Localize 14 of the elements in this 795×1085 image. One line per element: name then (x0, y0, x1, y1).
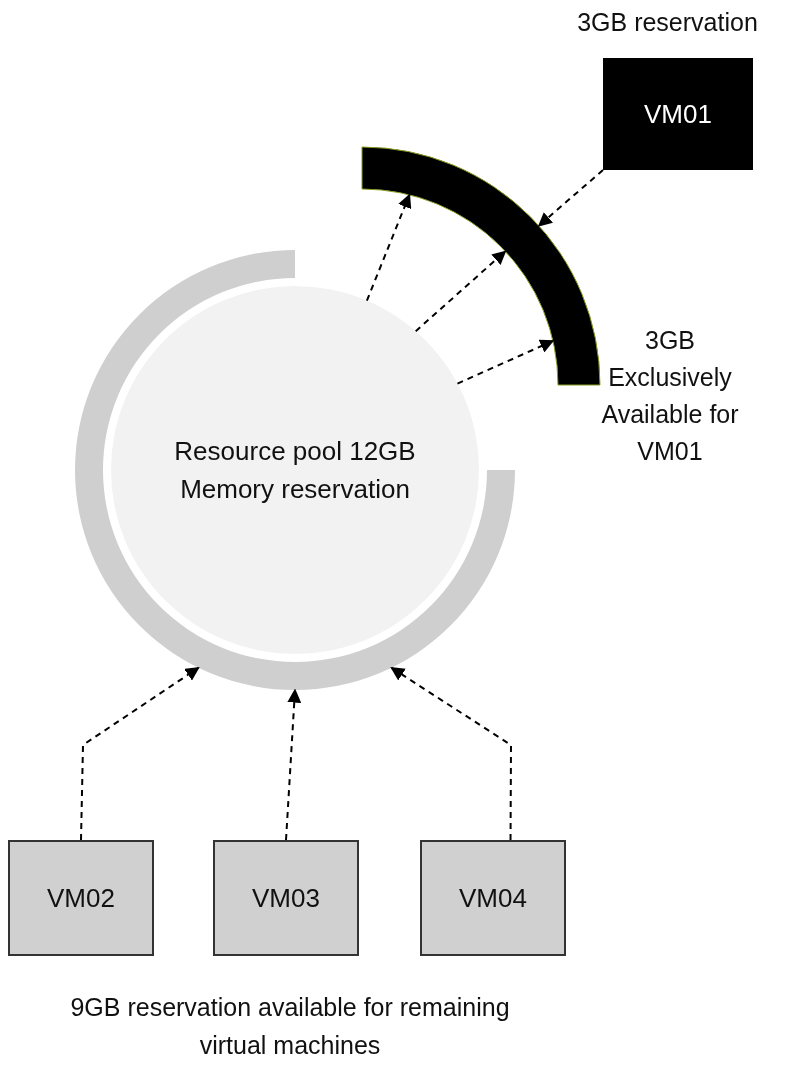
vm-box: VM04 (420, 840, 566, 956)
arrow (537, 169, 604, 227)
node-caption: 3GB Exclusively Available for VM01 (600, 325, 740, 467)
vm-box: VM03 (213, 840, 359, 956)
node-caption: 3GB reservation (576, 7, 759, 38)
note-text: 9GB reservation available for remaining virtual machines (69, 992, 511, 1061)
arrow (285, 688, 302, 841)
vm-box: VM01 (603, 58, 753, 170)
arrow (414, 250, 507, 333)
arrow (365, 193, 412, 302)
arrow (390, 666, 512, 841)
arrow (80, 666, 200, 841)
arrow (456, 339, 555, 385)
vm-box: VM02 (8, 840, 154, 956)
